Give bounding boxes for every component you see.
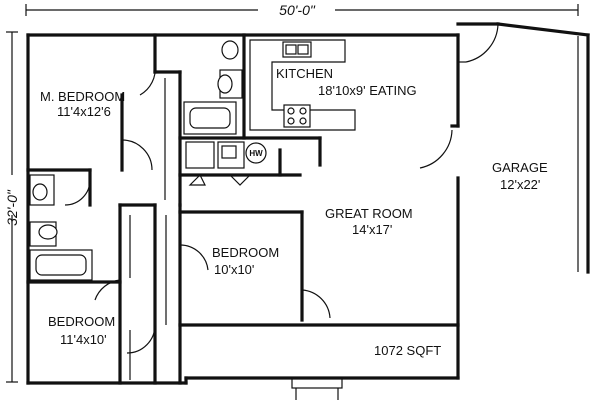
kitchen-name: KITCHEN xyxy=(276,66,333,81)
middle-bedroom-name: BEDROOM xyxy=(212,245,279,260)
garage-name: GARAGE xyxy=(492,160,548,175)
master-bedroom-size: 11'4x12'6 xyxy=(57,104,111,119)
great-room-size: 14'x17' xyxy=(352,222,392,237)
interior-walls xyxy=(26,33,460,385)
front-porch xyxy=(291,377,343,400)
width-dimension-label: 50'-0" xyxy=(279,2,316,18)
middle-bedroom-size: 10'x10' xyxy=(214,262,254,277)
kitchen-fixtures xyxy=(249,39,356,131)
water-heater-icon xyxy=(245,142,267,164)
lower-bedroom-size: 11'4x10' xyxy=(60,332,107,347)
closet-shelves xyxy=(129,78,167,380)
hall-bath-fixtures xyxy=(29,174,93,281)
total-area-label: 1072 SQFT xyxy=(374,343,441,358)
garage-outline xyxy=(456,22,590,278)
master-bedroom-name: M. BEDROOM xyxy=(40,89,125,104)
garage-size: 12'x22' xyxy=(500,177,540,192)
kitchen-size: 18'10x9' EATING xyxy=(318,83,417,98)
lower-bedroom-name: BEDROOM xyxy=(48,314,115,329)
dimension-lines xyxy=(6,4,579,383)
door-swings xyxy=(64,64,453,354)
master-bath-fixtures xyxy=(183,40,243,135)
great-room-name: GREAT ROOM xyxy=(325,206,413,221)
depth-dimension-label: 32'-0" xyxy=(4,189,20,226)
water-heater-label: HW xyxy=(249,149,263,158)
laundry-fixtures xyxy=(185,141,245,169)
